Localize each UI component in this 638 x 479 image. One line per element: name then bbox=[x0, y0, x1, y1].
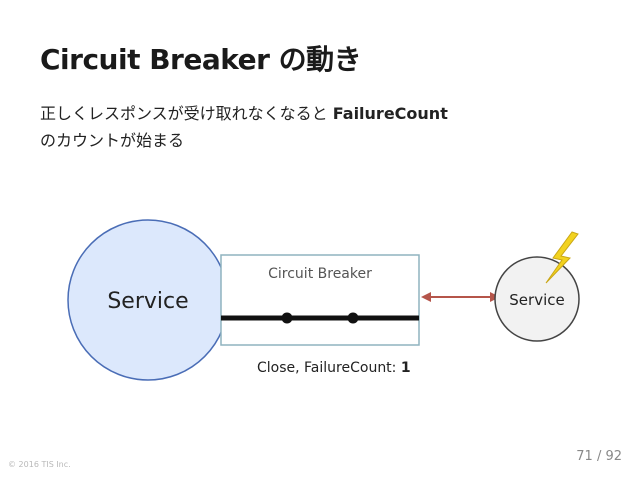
switch-contact-left bbox=[281, 312, 293, 324]
breaker-status-label: Close, FailureCount: bbox=[257, 360, 401, 376]
slide-body: 正しくレスポンスが受け取れなくなると FailureCount のカウントが始ま… bbox=[40, 100, 448, 154]
body-line-2: のカウントが始まる bbox=[40, 131, 185, 150]
service-right-circle bbox=[494, 256, 580, 342]
lightning-icon bbox=[545, 231, 579, 284]
body-line-1: 正しくレスポンスが受け取れなくなると FailureCount bbox=[40, 100, 448, 127]
failure-count-value: 1 bbox=[401, 360, 411, 376]
failure-count-term: FailureCount bbox=[332, 104, 448, 123]
breaker-status: Close, FailureCount: 1 bbox=[257, 360, 411, 376]
circuit-breaker-box bbox=[220, 254, 420, 346]
arrow-head-left bbox=[421, 292, 431, 302]
circuit-breaker-label: Circuit Breaker bbox=[268, 266, 372, 282]
switch-contact-right bbox=[347, 312, 359, 324]
service-right-label: Service bbox=[509, 291, 564, 309]
page-number: 71 / 92 bbox=[576, 449, 622, 464]
copyright: © 2016 TIS Inc. bbox=[8, 460, 71, 469]
service-left-label: Service bbox=[107, 289, 188, 314]
slide-title: Circuit Breaker の動き bbox=[40, 43, 362, 76]
body-line-1-text: 正しくレスポンスが受け取れなくなると bbox=[40, 104, 333, 123]
